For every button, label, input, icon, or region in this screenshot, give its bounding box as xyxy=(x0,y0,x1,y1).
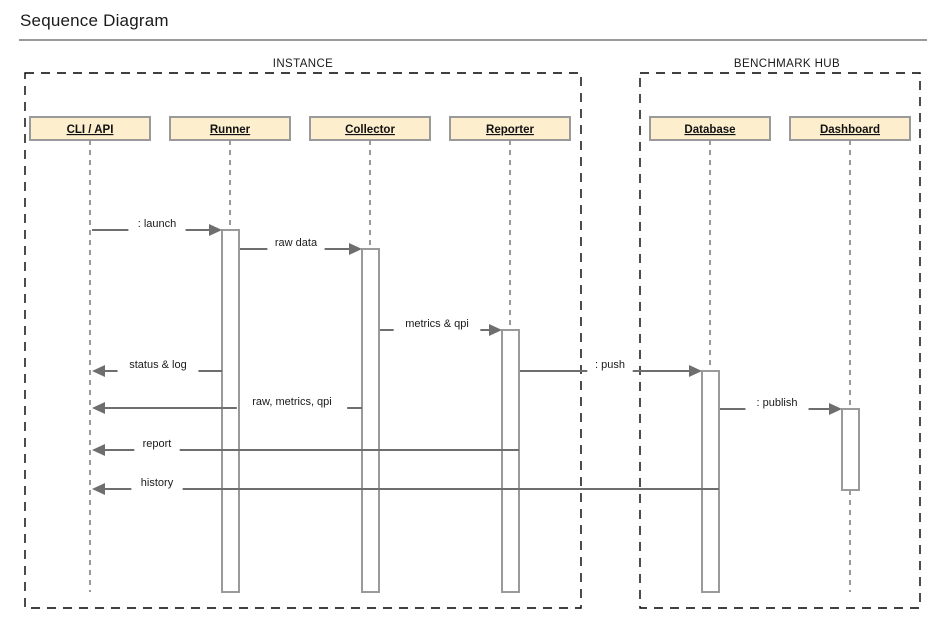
message-label-push: : push xyxy=(595,359,625,371)
message-label-publish: : publish xyxy=(757,397,798,409)
message-arrowhead-push xyxy=(689,365,702,377)
participant-label-database: Database xyxy=(684,124,735,136)
dashboard-activation xyxy=(841,408,860,491)
activations-layer xyxy=(221,229,860,593)
frame-label-instance: INSTANCE xyxy=(273,58,334,70)
message-arrowhead-report xyxy=(92,444,105,456)
message-publish[interactable]: : publish xyxy=(720,397,842,415)
message-label-raw-data: raw data xyxy=(275,237,318,249)
participant-reporter[interactable]: Reporter xyxy=(449,116,571,141)
frame-benchmark-hub: BENCHMARK HUB xyxy=(639,58,921,609)
frame-border-instance xyxy=(24,72,582,609)
message-label-launch: : launch xyxy=(138,218,177,230)
frame-label-benchmark-hub: BENCHMARK HUB xyxy=(734,58,840,70)
message-arrowhead-publish xyxy=(829,403,842,415)
reporter-activation xyxy=(501,329,520,593)
participant-box-dashboard[interactable] xyxy=(789,116,911,141)
message-label-report: report xyxy=(143,438,172,450)
participants-layer: CLI / API Runner Collector Reporter Database… xyxy=(29,116,911,141)
message-launch[interactable]: : launch xyxy=(92,218,222,236)
participant-runner[interactable]: Runner xyxy=(169,116,291,141)
frames-layer: INSTANCE BENCHMARK HUB xyxy=(24,58,921,609)
participant-cli-api[interactable]: CLI / API xyxy=(29,116,151,141)
message-report[interactable]: report xyxy=(92,438,519,456)
message-raw-metrics-qpi[interactable]: raw, metrics, qpi xyxy=(92,396,362,414)
participant-box-reporter[interactable] xyxy=(449,116,571,141)
messages-layer: : launch raw data metrics & qpi : push statu… xyxy=(92,218,842,495)
message-status-log[interactable]: status & log xyxy=(92,359,222,377)
collector-activation xyxy=(361,248,380,593)
participant-box-collector[interactable] xyxy=(309,116,431,141)
message-metrics-qpi[interactable]: metrics & qpi xyxy=(380,318,502,336)
frame-instance: INSTANCE xyxy=(24,58,582,609)
message-label-metrics-qpi: metrics & qpi xyxy=(405,318,469,330)
message-label-history: history xyxy=(141,477,174,489)
message-arrowhead-history xyxy=(92,483,105,495)
participant-box-database[interactable] xyxy=(649,116,771,141)
message-history[interactable]: history xyxy=(92,477,719,495)
participant-dashboard[interactable]: Dashboard xyxy=(789,116,911,141)
participant-label-collector: Collector xyxy=(345,124,395,136)
participant-label-reporter: Reporter xyxy=(486,124,534,136)
database-activation xyxy=(701,370,720,593)
message-arrowhead-status-log xyxy=(92,365,105,377)
frame-border-benchmark-hub xyxy=(639,72,921,609)
message-push[interactable]: : push xyxy=(520,359,702,377)
participant-label-runner: Runner xyxy=(210,124,251,136)
title-divider xyxy=(19,39,927,41)
message-label-status-log: status & log xyxy=(129,359,186,371)
participant-collector[interactable]: Collector xyxy=(309,116,431,141)
message-raw-data[interactable]: raw data xyxy=(240,237,362,255)
participant-database[interactable]: Database xyxy=(649,116,771,141)
participant-box-cli-api[interactable] xyxy=(29,116,151,141)
participant-label-dashboard: Dashboard xyxy=(820,124,880,136)
page-title: Sequence Diagram xyxy=(20,11,169,30)
message-arrowhead-metrics-qpi xyxy=(489,324,502,336)
participant-box-runner[interactable] xyxy=(169,116,291,141)
runner-activation xyxy=(221,229,240,593)
message-label-raw-metrics-qpi: raw, metrics, qpi xyxy=(252,396,331,408)
participant-label-cli-api: CLI / API xyxy=(67,124,114,136)
message-arrowhead-launch xyxy=(209,224,222,236)
lifelines-layer xyxy=(89,140,851,592)
message-arrowhead-raw-metrics-qpi xyxy=(92,402,105,414)
message-arrowhead-raw-data xyxy=(349,243,362,255)
